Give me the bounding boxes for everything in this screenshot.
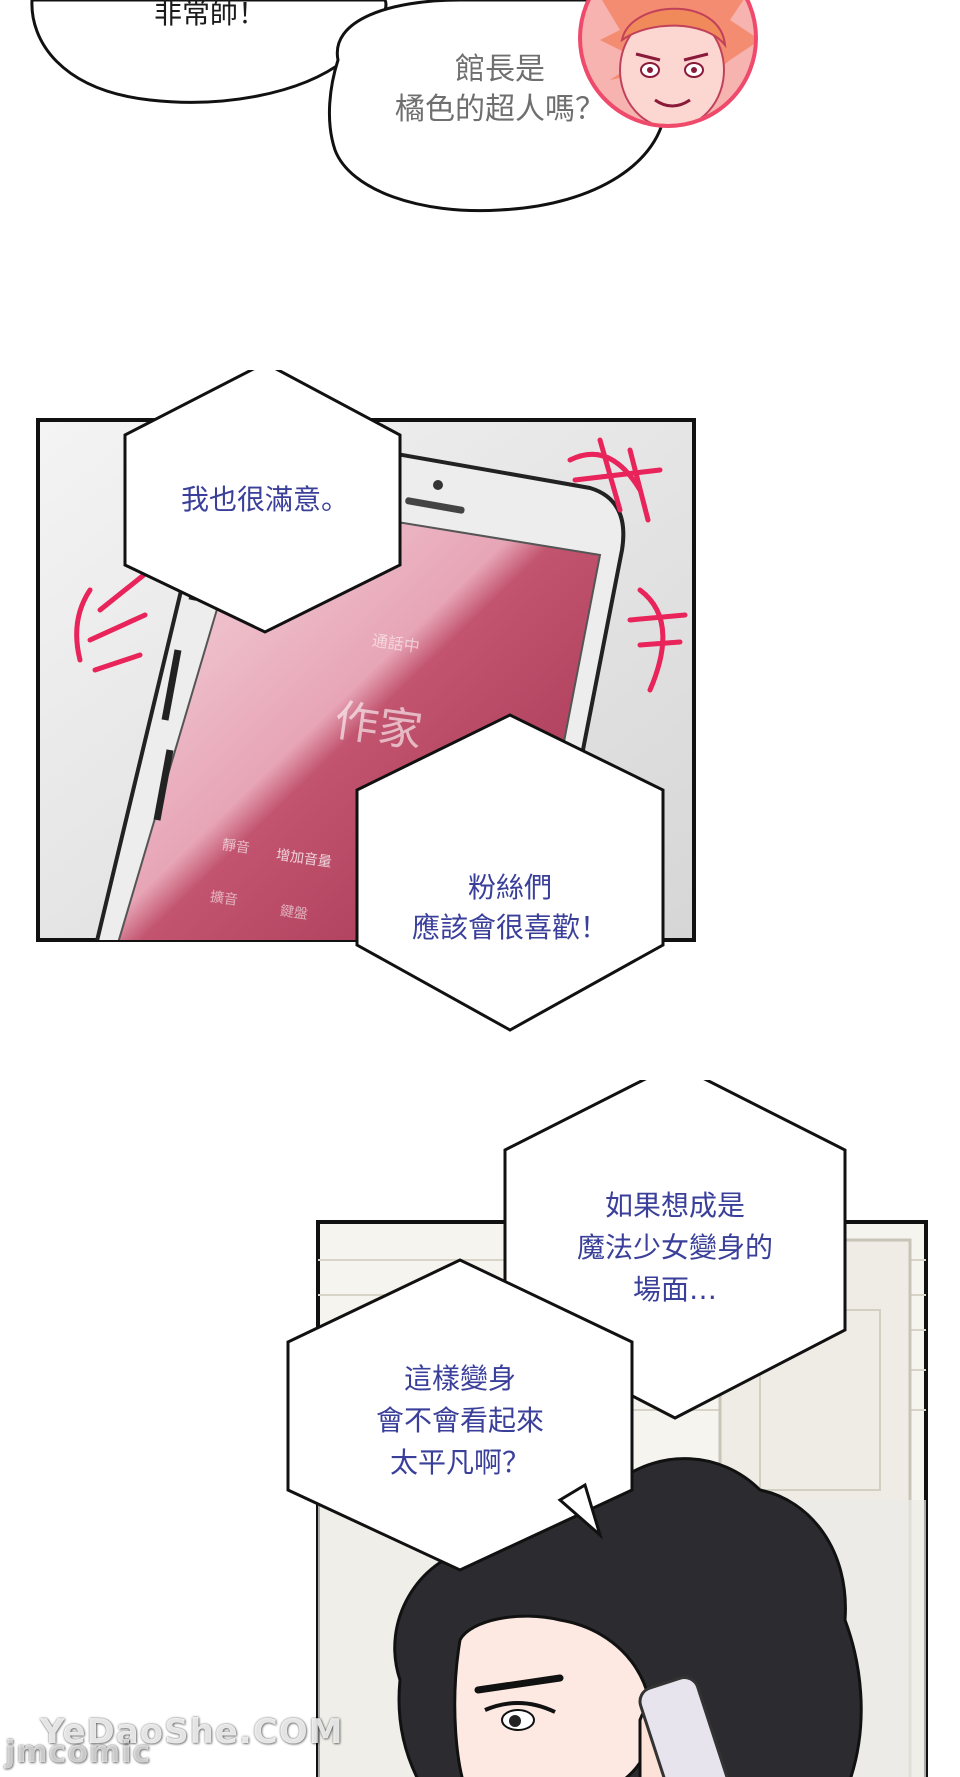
phone-label-mute: 靜音 [220,837,251,857]
phone-label-speaker: 擴音 [208,889,239,909]
watermark-main: YeDaoShe.COM [40,1712,344,1752]
top-speech-section [30,0,758,213]
bubble-text-phone-bottom: 粉絲們 應該會很喜歡！ [365,868,655,948]
bubble-line: 場面… [632,1273,717,1306]
bubble-line: 粉絲們 [467,871,552,904]
character-panel [286,1080,928,1777]
bubble-text-phone-top: 我也很滿意。 [180,483,349,516]
bubble-line: 橘色的超人嗎？ [395,92,605,127]
bubble-text-top-right-hex: 如果想成是 魔法少女變身的 場面… [540,1185,810,1311]
bubble-text-top-left: 非常帥！ [153,0,266,30]
phone-panel [36,370,696,1032]
bubble-line: 館長是 [455,52,545,87]
bubble-line: 魔法少女變身的 [576,1231,773,1264]
hex-bubble-phone-top [123,370,402,634]
bubble-text-left-hex: 這樣變身 會不會看起來 太平凡啊？ [320,1358,600,1484]
bubble-line: 如果想成是 [604,1189,745,1222]
bubble-line: 應該會很喜歡！ [411,911,608,944]
bubble-line: 這樣變身 [403,1362,516,1395]
hex-bubble-phone-bottom [355,713,665,1032]
speed-lines-icon [74,437,688,693]
character-avatar [578,0,758,128]
hex-bubble-left [286,1258,634,1572]
held-phone [638,1676,732,1777]
watermark-secondary: jmcomic [5,1735,152,1770]
phone-label-keypad: 鍵盤 [278,903,309,923]
bubble-line: 太平凡啊？ [389,1446,530,1479]
bubble-text-top-right: 館長是 橘色的超人嗎？ [360,50,640,130]
phone-screen-title: 作家 [331,695,426,758]
bubble-line: 會不會看起來 [375,1404,544,1437]
